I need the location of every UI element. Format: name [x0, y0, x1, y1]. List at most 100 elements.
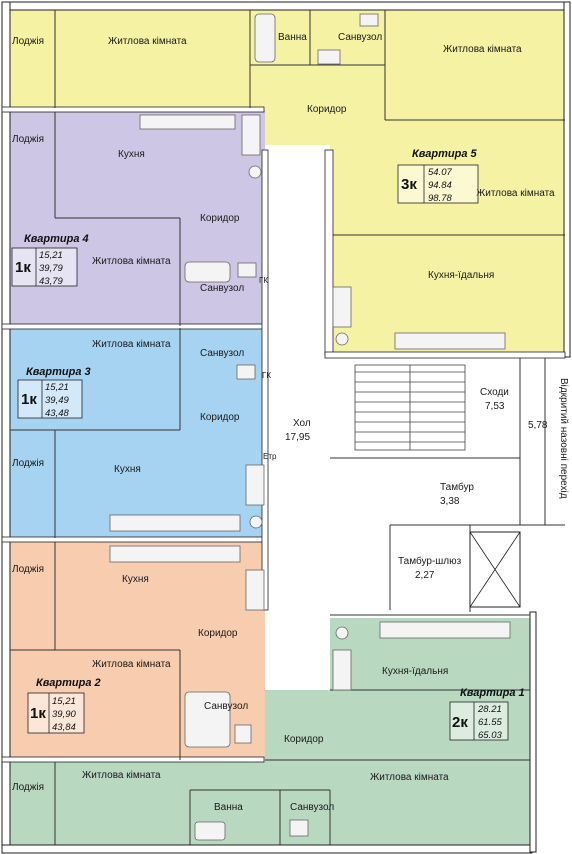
- apt5-area-3: 98.78: [428, 193, 452, 204]
- stove-apt5: [335, 332, 349, 346]
- hall-label: Хол: [293, 418, 311, 429]
- apt1-info-box: [449, 701, 509, 741]
- tambour-label: Тамбур: [440, 481, 474, 493]
- apt5-title: Квартира 5: [412, 148, 477, 160]
- fridge-apt3: [245, 464, 265, 506]
- apt5-living-1-fill: [60, 10, 250, 108]
- apt2-area-3: 43,84: [52, 722, 76, 733]
- apt5-loggia-fill: [10, 10, 60, 108]
- apt5-wc-label: Санвузол: [338, 32, 382, 43]
- apt4-area-2: 39,79: [39, 263, 63, 274]
- wall-hall-right: [324, 149, 334, 356]
- hall-area: 17,95: [285, 432, 310, 443]
- apt2-loggia-label: Лоджія: [12, 564, 44, 575]
- wall-right-bottom: [529, 611, 537, 853]
- apt5-info-box: [397, 164, 479, 204]
- apt5-area-2: 94.84: [428, 180, 452, 191]
- apt3-rooms: 1к: [21, 391, 37, 408]
- stove-apt3: [249, 515, 263, 529]
- apt1-living-2-label: Житлова кімната: [370, 772, 449, 783]
- fridge-apt2: [245, 569, 265, 611]
- counter-apt3: [109, 514, 241, 532]
- counter-apt5: [394, 332, 506, 350]
- wall-apt5-bottom: [324, 351, 566, 359]
- apt1-living-1-label: Житлова кімната: [82, 770, 161, 781]
- bathtub-apt5: [254, 13, 276, 63]
- toilet-apt1: [289, 819, 309, 837]
- stove-apt4: [248, 165, 262, 179]
- bathtub-apt2: [184, 691, 231, 748]
- counter-apt2: [109, 545, 241, 563]
- wall-left: [1, 1, 11, 851]
- bathtub-apt4: [184, 261, 231, 283]
- wall-hall-left: [261, 149, 269, 611]
- stairs: [354, 364, 466, 451]
- apt2-area-2: 39,90: [52, 709, 76, 720]
- apt1-area-2: 61.55: [478, 717, 502, 728]
- fixtures: [109, 13, 511, 841]
- apt3-info-box: [17, 379, 83, 419]
- apt4-title: Квартира 4: [24, 233, 89, 245]
- apt3-electric-label: Етр: [263, 452, 277, 461]
- fridge-apt5: [332, 286, 352, 328]
- apt2-wc-label: Санвузол: [204, 701, 248, 712]
- wall-h-3: [1, 536, 265, 543]
- apt1-bath-label: Ванна: [214, 802, 243, 813]
- sluice-area: 2,27: [415, 570, 435, 581]
- passage-label: Відкритий назовні перехід: [558, 378, 569, 499]
- apt3-living-label: Житлова кімната: [92, 339, 171, 350]
- apt5-area-1: 54.07: [428, 167, 452, 178]
- fridge-apt1: [332, 649, 352, 691]
- wall-h-1: [1, 106, 265, 113]
- apt1-area-1: 28.21: [477, 704, 502, 715]
- apt4-area-1: 15,21: [39, 250, 63, 261]
- elevator-cross-2: [469, 531, 521, 608]
- apt1-living-fill: [10, 760, 530, 845]
- apt4-living-label: Житлова кімната: [92, 256, 171, 267]
- counter-apt1: [379, 621, 511, 639]
- apt3-corridor-label: Коридор: [200, 412, 240, 423]
- sink-apt5: [359, 13, 379, 27]
- apt4-info-box: [11, 247, 78, 287]
- apt4-loggia-label: Лоджія: [12, 134, 44, 145]
- bathtub-apt1: [194, 821, 226, 841]
- apt1-wc-label: Санвузол: [290, 802, 334, 813]
- apt5-loggia-label: Лоджія: [12, 36, 44, 47]
- toilet-apt5: [317, 49, 341, 65]
- stove-apt1: [335, 626, 349, 640]
- apt2-kitchen-label: Кухня: [122, 574, 149, 585]
- apt3-shaft-label: ГК: [262, 371, 271, 380]
- apt5-living-3-label: Житлова кімната: [476, 188, 555, 199]
- counter-apt4: [139, 114, 236, 130]
- apt3-title: Квартира 3: [26, 366, 91, 378]
- apt5-bath-label: Ванна: [278, 32, 307, 43]
- apt4-wc-label: Санвузол: [200, 283, 244, 294]
- stair-steps: [355, 371, 465, 443]
- elevator: [469, 531, 521, 608]
- toilet-apt2: [234, 724, 252, 744]
- wall-h-4: [1, 756, 265, 763]
- fridge-apt4: [241, 114, 261, 156]
- apt5-corridor-label: Коридор: [307, 104, 347, 115]
- apt5-living-1-label: Житлова кімната: [108, 36, 187, 47]
- wall-top: [1, 1, 571, 11]
- apt1-area-3: 65.03: [478, 730, 502, 741]
- wall-bottom: [1, 844, 533, 854]
- apt3-area-3: 43,48: [45, 408, 69, 419]
- apt2-area-1: 15,21: [52, 696, 76, 707]
- apt4-loggia-fill: [10, 110, 55, 218]
- apt3-area-2: 39,49: [45, 395, 69, 406]
- apt2-living-label: Житлова кімната: [92, 659, 171, 670]
- wall-right-top: [563, 1, 571, 358]
- apt4-area-3: 43,79: [39, 276, 63, 287]
- wall-h-2: [1, 323, 265, 330]
- apt2-info-box: [27, 692, 85, 734]
- apt1-kitchen-label: Кухня-їдальня: [382, 666, 448, 677]
- apt2-rooms: 1к: [30, 705, 46, 722]
- sluice-label: Тамбур-шлюз: [398, 555, 462, 567]
- apt1-rooms: 2к: [452, 714, 468, 731]
- apt3-wc-label: Санвузол: [200, 348, 244, 359]
- apt5-living-2-label: Житлова кімната: [443, 44, 522, 55]
- passage-area: 5,78: [528, 420, 548, 431]
